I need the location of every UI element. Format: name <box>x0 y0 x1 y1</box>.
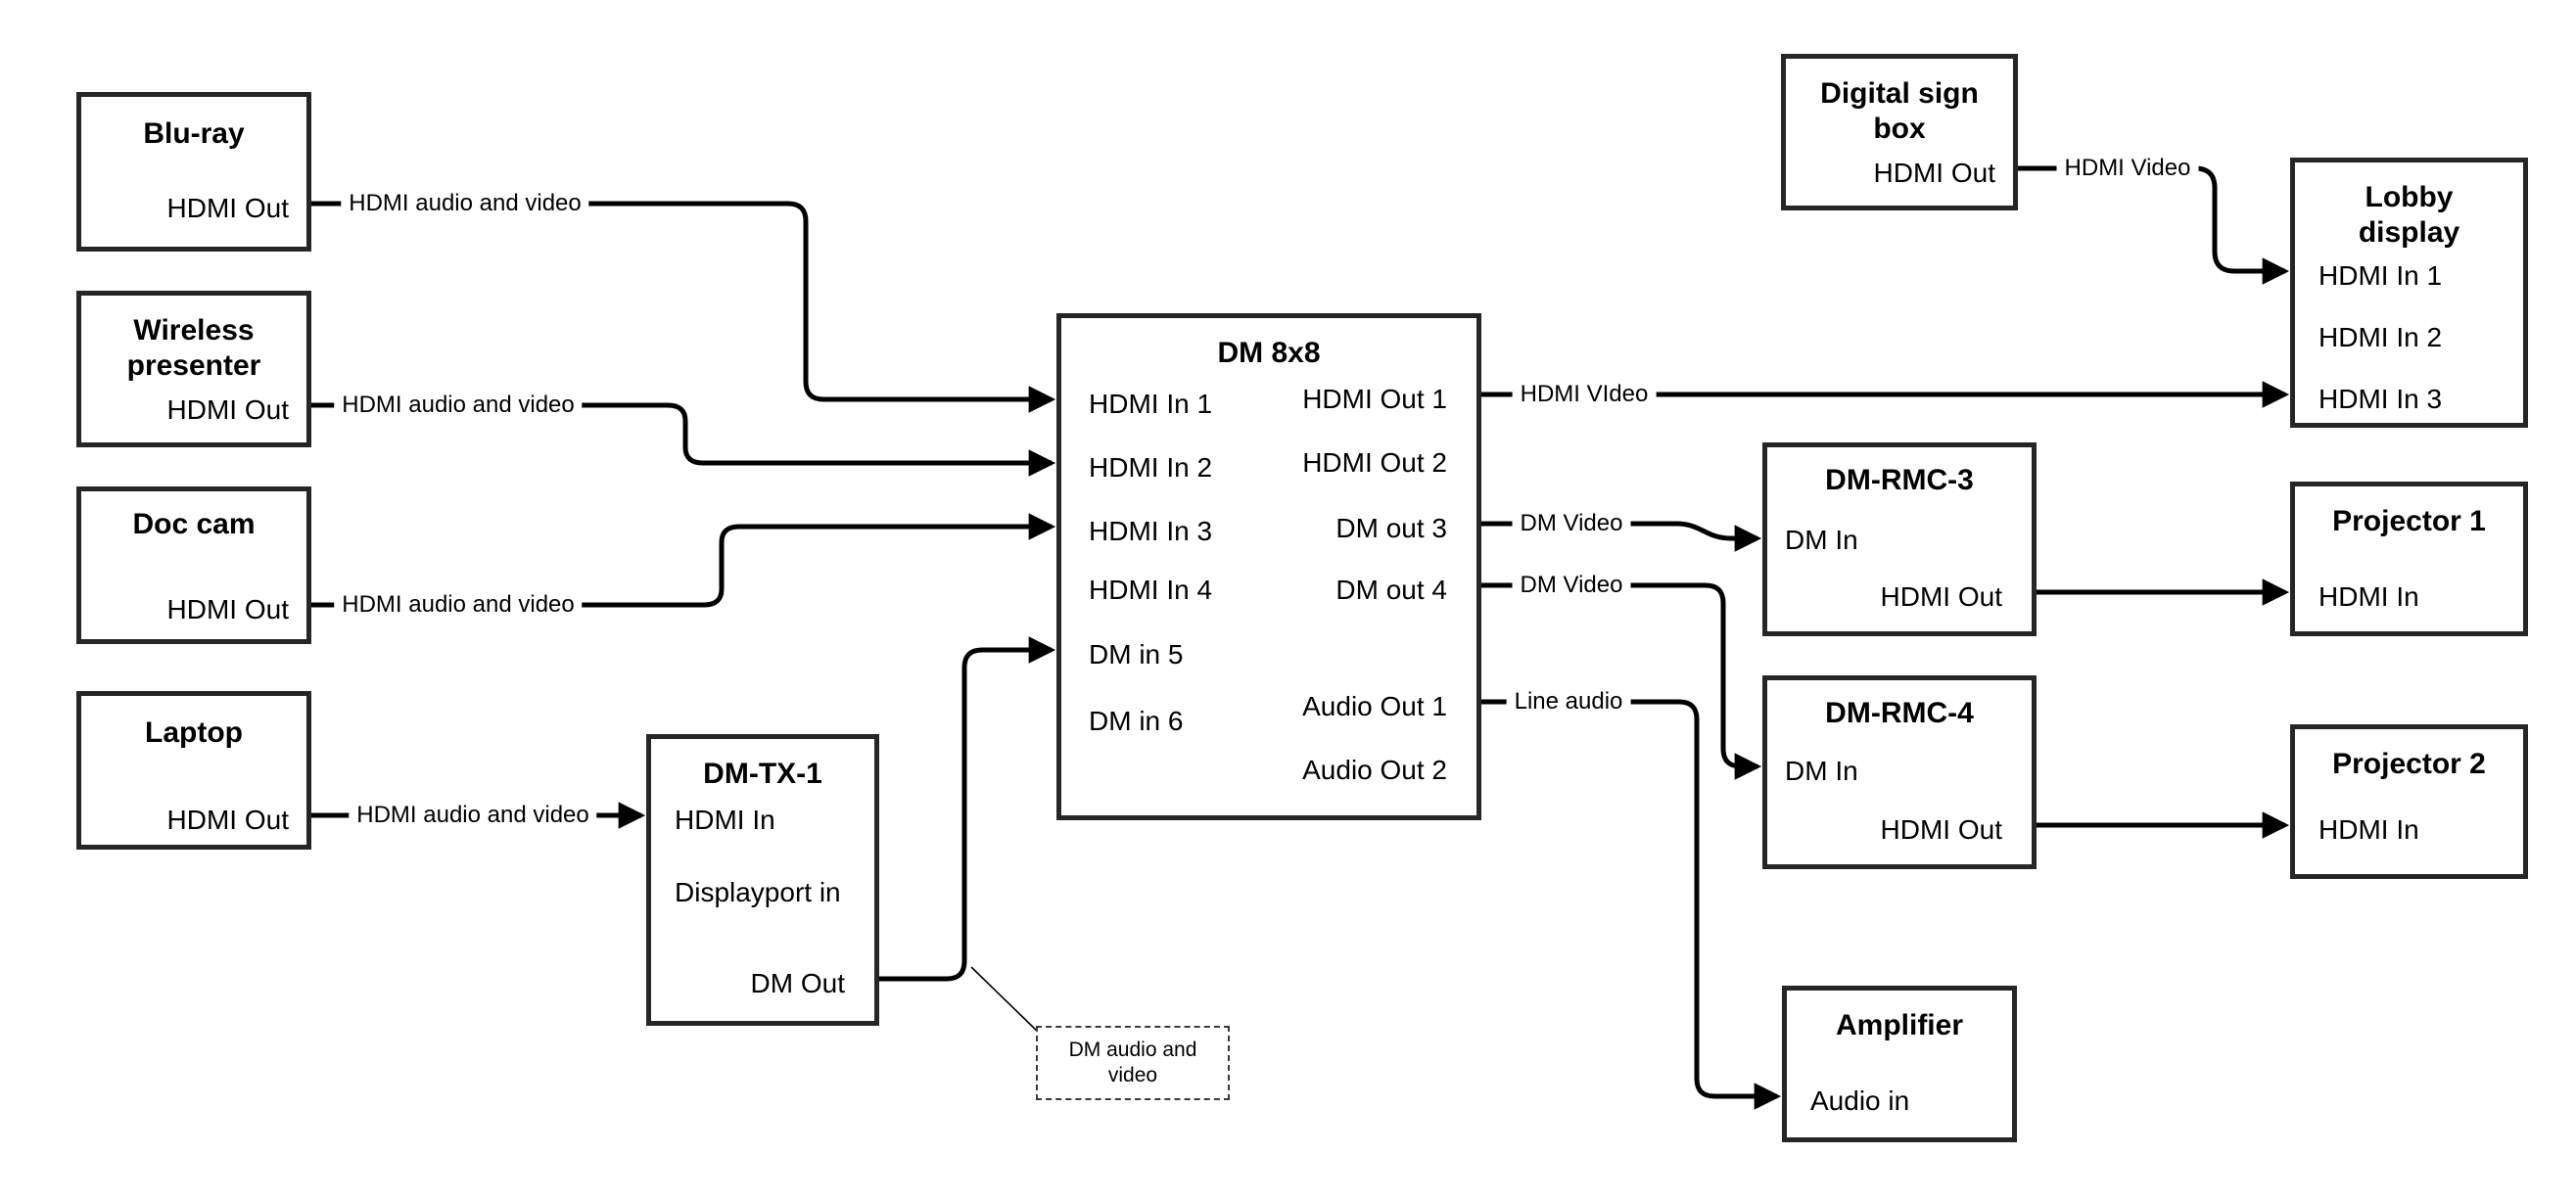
node-amplifier: Amplifier Audio in <box>1782 986 2017 1142</box>
edge-dmtx1-to-dm8x8-in5 <box>879 636 1056 982</box>
port-lobby-hdmi-in-1: HDMI In 1 <box>2318 260 2443 291</box>
port-laptop-hdmi-out: HDMI Out <box>166 805 289 835</box>
port-dm8x8-audio-out-1: Audio Out 1 <box>1302 691 1447 721</box>
node-lobby-display: Lobby display HDMI In 1 HDMI In 2 HDMI I… <box>2290 158 2528 428</box>
node-wireless-presenter: Wireless presenter HDMI Out <box>76 291 311 447</box>
edge-label-hdmi-video-sign: HDMI Video <box>2056 155 2199 182</box>
node-title: DM-RMC-4 <box>1825 697 1974 729</box>
port-dmrmc3-hdmi-out: HDMI Out <box>1880 581 2002 612</box>
port-dm8x8-hdmi-in-2: HDMI In 2 <box>1089 452 1213 483</box>
node-title: Digital sign box <box>1820 77 1979 145</box>
edge-dm8x8-out4-to-dmrmc4 <box>1481 582 1762 780</box>
port-dm8x8-hdmi-in-4: HDMI In 4 <box>1089 575 1213 605</box>
port-dmrmc3-dm-in: DM In <box>1785 525 1858 555</box>
port-dm8x8-audio-out-2: Audio Out 2 <box>1302 755 1447 785</box>
note-text: DM audio and video <box>1068 1039 1197 1086</box>
port-lobby-hdmi-in-2: HDMI In 2 <box>2318 322 2443 352</box>
node-dm-rmc-3: DM-RMC-3 DM In HDMI Out <box>1762 442 2037 636</box>
port-dm8x8-dm-out-3: DM out 3 <box>1335 513 1447 543</box>
node-title: Wireless presenter <box>126 314 261 382</box>
edge-label-line-audio: Line audio <box>1506 688 1631 716</box>
node-title: Projector 1 <box>2332 505 2486 537</box>
edge-label-dm-video-out3: DM Video <box>1512 510 1631 537</box>
node-dm-8x8: DM 8x8 HDMI In 1 HDMI In 2 HDMI In 3 HDM… <box>1056 313 1481 820</box>
port-dm8x8-hdmi-out-2: HDMI Out 2 <box>1302 447 1447 478</box>
edge-label-doccam-hdmi: HDMI audio and video <box>334 591 583 619</box>
node-title: DM-RMC-3 <box>1825 464 1974 496</box>
edge-dm8x8-aout1-to-amplifier <box>1481 699 1782 1110</box>
port-dmrmc4-dm-in: DM In <box>1785 756 1858 786</box>
edge-doccam-to-dm8x8-in3 <box>311 513 1056 608</box>
port-digitalsign-hdmi-out: HDMI Out <box>1873 158 1995 188</box>
port-dm8x8-hdmi-in-1: HDMI In 1 <box>1089 389 1213 419</box>
port-projector1-hdmi-in: HDMI In <box>2318 581 2419 612</box>
node-digital-sign-box: Digital sign box HDMI Out <box>1781 54 2018 210</box>
node-title: DM-TX-1 <box>703 758 822 790</box>
node-title: Doc cam <box>132 508 256 540</box>
edge-label-dm-video-out4: DM Video <box>1512 572 1631 599</box>
node-title: DM 8x8 <box>1217 337 1321 369</box>
port-dm8x8-dm-out-4: DM out 4 <box>1335 575 1447 605</box>
port-dmrmc4-hdmi-out: HDMI Out <box>1880 814 2002 845</box>
node-title: Laptop <box>145 716 243 749</box>
note-callout-line <box>970 966 1041 1035</box>
edge-wireless-to-dm8x8-in2 <box>311 402 1056 477</box>
port-projector2-hdmi-in: HDMI In <box>2318 814 2419 845</box>
edge-label-wireless-hdmi: HDMI audio and video <box>334 392 583 419</box>
node-title: Blu-ray <box>143 117 245 150</box>
port-dmtx1-hdmi-in: HDMI In <box>675 805 775 835</box>
edge-label-hdmi-video-out1: HDMI VIdeo <box>1512 381 1657 408</box>
edge-dm8x8-out3-to-dmrmc3 <box>1481 521 1762 552</box>
note-dm-audio-and-video: DM audio and video <box>1036 1026 1230 1100</box>
port-dm8x8-dm-in-5: DM in 5 <box>1089 639 1184 670</box>
edge-label-laptop-hdmi: HDMI audio and video <box>349 802 597 829</box>
edge-bluray-to-dm8x8-in1 <box>311 201 1056 413</box>
port-bluray-hdmi-out: HDMI Out <box>166 193 289 223</box>
port-dm8x8-dm-in-6: DM in 6 <box>1089 706 1184 736</box>
port-wireless-hdmi-out: HDMI Out <box>166 394 289 425</box>
node-laptop: Laptop HDMI Out <box>76 691 311 850</box>
port-dm8x8-hdmi-in-3: HDMI In 3 <box>1089 516 1213 546</box>
node-title: Projector 2 <box>2332 748 2486 780</box>
port-dmtx1-dm-out: DM Out <box>750 968 845 998</box>
node-title: Amplifier <box>1835 1009 1964 1041</box>
port-doccam-hdmi-out: HDMI Out <box>166 594 289 624</box>
node-projector-1: Projector 1 HDMI In <box>2290 482 2528 636</box>
node-projector-2: Projector 2 HDMI In <box>2290 724 2528 879</box>
port-dmtx1-displayport-in: Displayport in <box>675 877 841 907</box>
port-dm8x8-hdmi-out-1: HDMI Out 1 <box>1302 384 1447 414</box>
node-dm-tx-1: DM-TX-1 HDMI In Displayport in DM Out <box>646 734 879 1026</box>
node-title: Lobby display <box>2358 181 2460 249</box>
edge-digitalsign-to-lobby-in1 <box>2018 165 2290 285</box>
node-bluray: Blu-ray HDMI Out <box>76 92 311 252</box>
node-doc-cam: Doc cam HDMI Out <box>76 486 311 644</box>
port-lobby-hdmi-in-3: HDMI In 3 <box>2318 384 2443 414</box>
node-dm-rmc-4: DM-RMC-4 DM In HDMI Out <box>1762 675 2037 869</box>
port-amplifier-audio-in: Audio in <box>1810 1086 1910 1116</box>
edge-label-bluray-hdmi: HDMI audio and video <box>341 190 589 217</box>
